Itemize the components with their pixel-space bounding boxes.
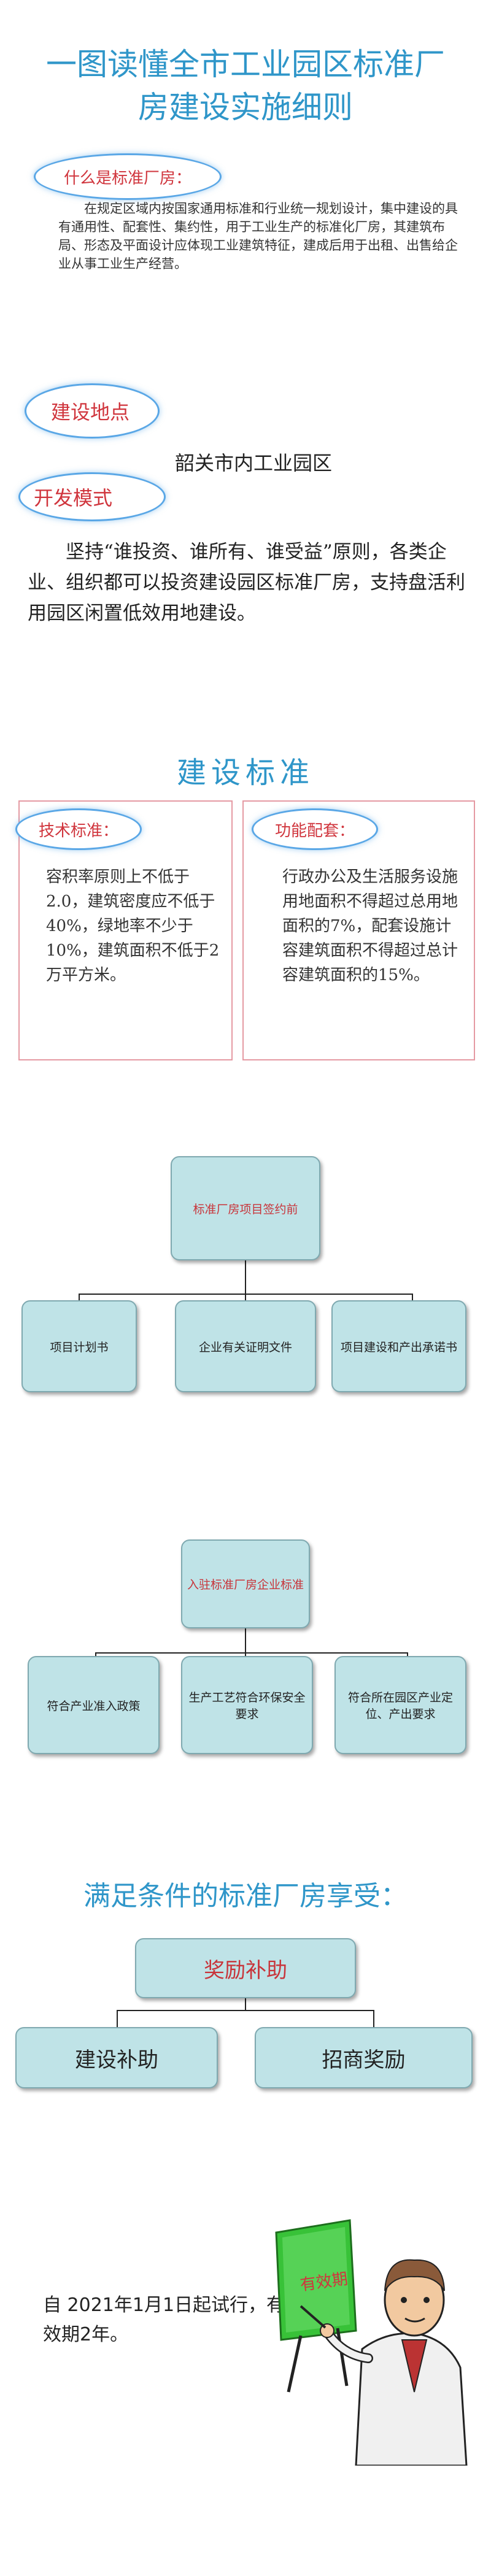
presenter-illustration: 有效期 — [264, 2208, 491, 2467]
location-text: 韶关市内工业园区 — [175, 451, 333, 475]
mode-heading: 开发模式 — [18, 472, 166, 521]
chart2-item-policy: 符合产业准入政策 — [28, 1656, 160, 1754]
chart2-root: 入驻标准厂房企业标准 — [181, 1539, 310, 1628]
location-heading: 建设地点 — [25, 383, 160, 439]
rewards-title: 满足条件的标准厂房享受： — [83, 1880, 408, 1912]
chart1-root: 标准厂房项目签约前 — [171, 1156, 320, 1260]
rewards-item-construction: 建设补助 — [15, 2027, 218, 2088]
rewards-root: 奖励补助 — [135, 1938, 356, 1998]
standards-title: 建设标准 — [176, 756, 314, 790]
definition-heading: 什么是标准厂房： — [34, 153, 222, 200]
presenter-figure — [275, 2219, 468, 2467]
technical-heading: 技术标准： — [15, 808, 142, 850]
validity-text: 自 2021年1月1日起试行，有效期2年。 — [43, 2294, 285, 2345]
chart1-item-commitment: 项目建设和产出承诺书 — [331, 1300, 466, 1392]
presenter-person — [300, 2259, 468, 2467]
green-board — [275, 2219, 357, 2393]
chart1-item-plan: 项目计划书 — [21, 1300, 137, 1392]
page-title: 一图读懂全市工业园区标准厂房建设实施细则 — [46, 47, 445, 125]
facilities-text: 行政办公及生活服务设施用地面积不得超过总用地面积的7%，配套设施计容建筑面积不得… — [282, 868, 458, 984]
chart2-item-environment: 生产工艺符合环保安全要求 — [181, 1656, 313, 1754]
chart1-item-certificates: 企业有关证明文件 — [175, 1300, 316, 1392]
facilities-heading: 功能配套： — [252, 808, 378, 850]
technical-text: 容积率原则上不低于2.0，建筑密度应不低于40%，绿地率不少于10%，建筑面积不… — [46, 868, 220, 984]
chart2-item-positioning: 符合所在园区产业定位、产出要求 — [334, 1656, 466, 1754]
definition-text: 在规定区域内按国家通用标准和行业统一规划设计，集中建设的具有通用性、配套性、集约… — [58, 201, 458, 271]
mode-text: 坚持“谁投资、谁所有、谁受益”原则，各类企业、组织都可以投资建设园区标准厂房，支… — [28, 541, 465, 624]
rewards-item-investment: 招商奖励 — [255, 2027, 473, 2088]
